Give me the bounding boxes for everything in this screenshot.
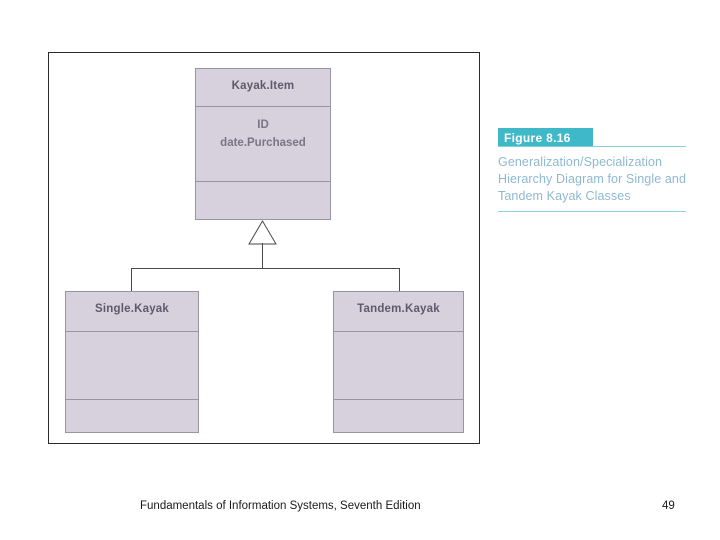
uml-class-attributes-compartment xyxy=(334,332,463,400)
connector-horizontal xyxy=(131,268,399,269)
figure-number-label: Figure 8.16 xyxy=(504,130,571,145)
figure-rule-top xyxy=(498,146,686,147)
uml-class-kayak-item[interactable]: Kayak.Item ID date.Purchased xyxy=(195,68,331,220)
figure-number-badge: Figure 8.16 xyxy=(498,128,593,147)
uml-class-name-compartment: Single.Kayak xyxy=(66,292,198,332)
uml-class-name-tandem-kayak: Tandem.Kayak xyxy=(357,303,440,315)
uml-attribute-date-purchased: date.Purchased xyxy=(220,137,306,149)
connector-vertical-parent xyxy=(262,243,263,269)
uml-class-name-single-kayak: Single.Kayak xyxy=(95,303,169,315)
uml-class-attributes-compartment: ID date.Purchased xyxy=(196,107,330,182)
uml-class-name-compartment: Kayak.Item xyxy=(196,69,330,107)
uml-class-single-kayak[interactable]: Single.Kayak xyxy=(65,291,199,433)
figure-caption-block: Figure 8.16 Generalization/Specializatio… xyxy=(498,128,686,212)
footer-page-number: 49 xyxy=(662,500,675,512)
uml-class-name-kayak-item: Kayak.Item xyxy=(231,80,295,92)
connector-vertical-single xyxy=(131,268,132,292)
figure-caption-text: Generalization/Specialization Hierarchy … xyxy=(498,155,687,203)
uml-class-name-compartment: Tandem.Kayak xyxy=(334,292,463,332)
footer-title: Fundamentals of Information Systems, Sev… xyxy=(140,500,421,512)
generalization-triangle-icon xyxy=(248,220,277,245)
uml-attribute-id: ID xyxy=(257,119,269,131)
uml-class-operations-compartment xyxy=(334,400,463,433)
uml-class-tandem-kayak[interactable]: Tandem.Kayak xyxy=(333,291,464,433)
diagram-frame: Kayak.Item ID date.Purchased Single.Kaya… xyxy=(48,52,480,444)
figure-rule-bottom xyxy=(498,211,686,212)
connector-vertical-tandem xyxy=(399,268,400,292)
uml-class-operations-compartment xyxy=(66,400,198,433)
uml-class-operations-compartment xyxy=(196,182,330,220)
uml-class-attributes-compartment xyxy=(66,332,198,400)
